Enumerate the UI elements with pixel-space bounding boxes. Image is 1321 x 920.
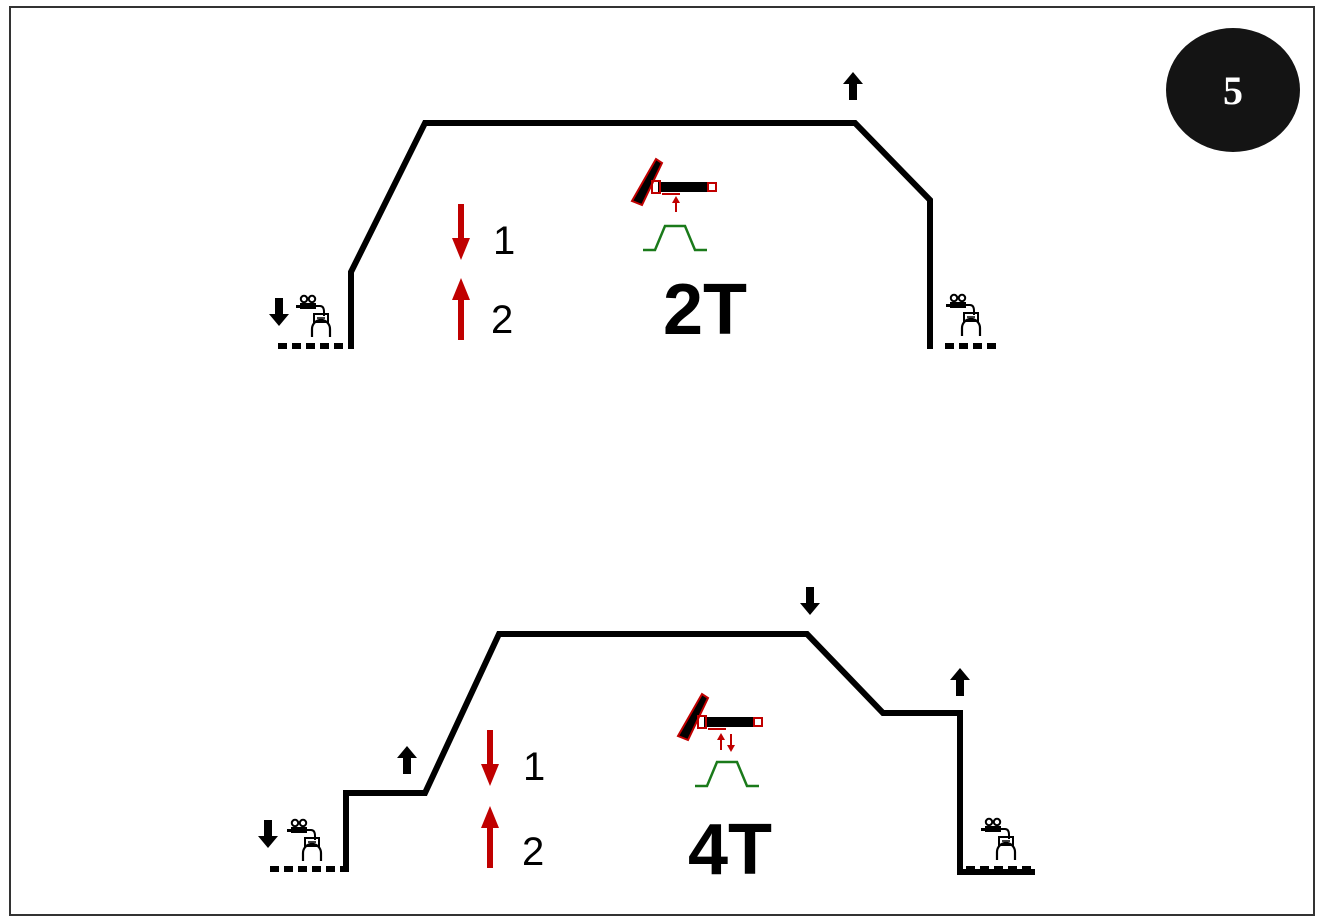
gas-valve-start-icon [294,294,332,339]
welding-torch-icon [677,693,763,741]
torch-trigger-arrow-icon [672,196,680,212]
current-ramp-icon [693,760,761,788]
step-2-label: 2 [522,830,544,874]
trigger-press-arrow-icon [258,820,278,848]
torch-trigger-arrow-icon [717,733,735,752]
step-1-label: 1 [493,219,515,263]
step-2-up-arrow-icon [452,278,470,340]
diagram-4t: 1 2 4T [258,587,1036,890]
current-ramp-icon [641,224,709,252]
trigger-press-arrow-icon [800,587,820,615]
trigger-release-arrow-icon [397,746,417,774]
trigger-release-arrow-icon [843,72,863,100]
trigger-press-arrow-icon [269,298,289,326]
gas-valve-start-icon [285,818,323,863]
gas-valve-end-icon [944,293,982,338]
gas-valve-end-icon [979,817,1017,862]
diagram-2t: 1 2 2T [269,72,1000,350]
welding-torch-icon [631,158,717,206]
current-profile-line [343,631,1035,875]
badge-label: 5 [1223,68,1243,113]
mode-label: 4T [688,810,772,890]
trigger-release-arrow-icon [950,668,970,696]
page-border [9,6,1315,916]
step-1-label: 1 [523,745,545,789]
step-2-label: 2 [491,298,513,342]
current-profile-line [348,120,933,349]
step-2-up-arrow-icon [481,806,499,868]
step-1-down-arrow-icon [481,730,499,786]
mode-badge: 5 [1166,28,1300,152]
badge-circle [1166,28,1300,152]
mode-label: 2T [663,270,747,350]
step-1-down-arrow-icon [452,204,470,260]
